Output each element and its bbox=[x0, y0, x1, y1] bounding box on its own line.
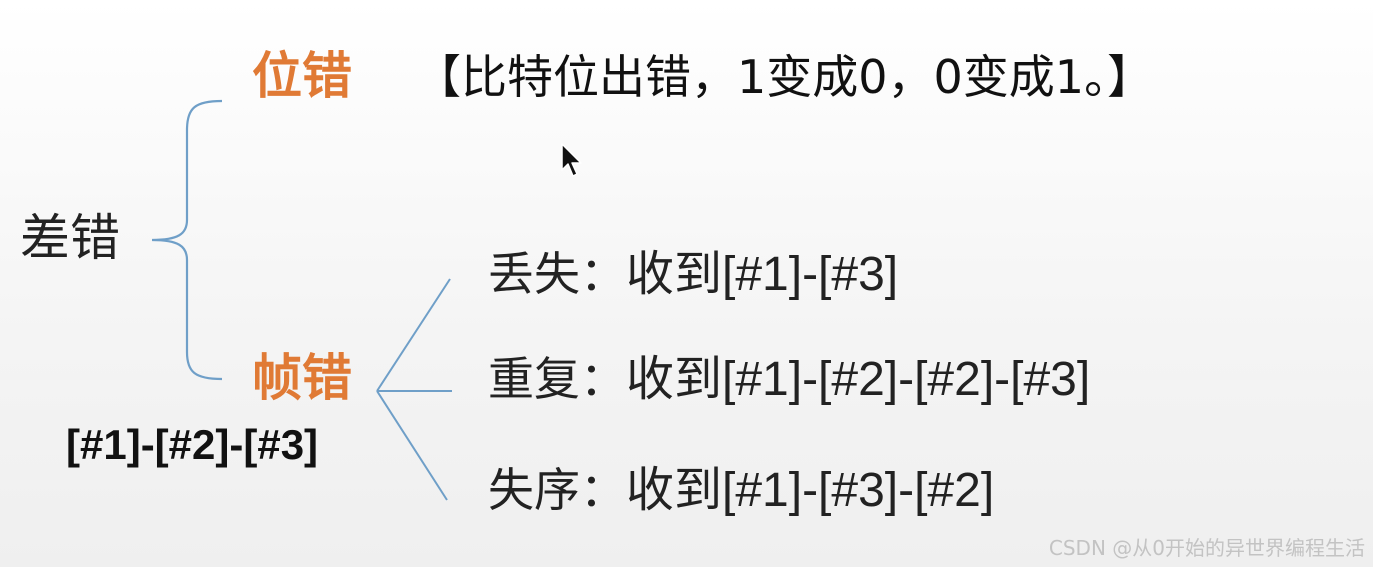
left-brace bbox=[151, 99, 223, 381]
item-name: 重复： bbox=[488, 352, 626, 406]
frame-error-item-duplicate: 重复：收到[#1]-[#2]-[#2]-[#3] bbox=[488, 356, 1090, 404]
fan-line-lost bbox=[376, 278, 451, 392]
bit-error-title: 位错 bbox=[252, 47, 352, 105]
mouse-pointer-icon bbox=[561, 143, 582, 177]
frame-sequence: [#1]-[#2]-[#3] bbox=[66, 421, 319, 468]
frame-error-item-disorder: 失序：收到[#1]-[#3]-[#2] bbox=[488, 467, 994, 515]
watermark: CSDN @从0开始的异世界编程生活 bbox=[1048, 536, 1365, 560]
frame-error-item-lost: 丢失：收到[#1]-[#3] bbox=[488, 251, 898, 299]
item-value: 收到[#1]-[#3] bbox=[626, 248, 899, 301]
item-value: 收到[#1]-[#2]-[#2]-[#3] bbox=[626, 353, 1091, 406]
item-name: 失序： bbox=[488, 463, 626, 517]
frame-error-title: 帧错 bbox=[252, 349, 352, 407]
fan-line-disorder bbox=[376, 390, 448, 501]
item-value: 收到[#1]-[#3]-[#2] bbox=[626, 464, 995, 517]
root-label: 差错 bbox=[20, 209, 120, 267]
bit-error-description: 【比特位出错，1变成0，0变成1。】 bbox=[415, 50, 1154, 104]
item-name: 丢失： bbox=[488, 247, 626, 301]
